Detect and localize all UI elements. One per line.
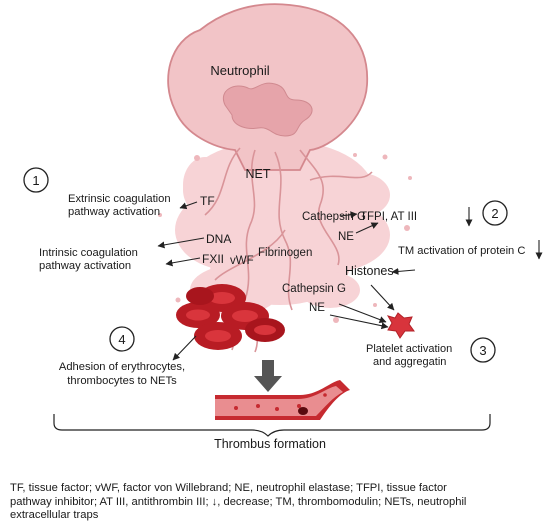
label-extrinsic-2: pathway activation (68, 206, 160, 218)
step-number-4: 4 (118, 332, 125, 347)
label-fibrinogen: Fibrinogen (258, 247, 312, 259)
erythrocyte-cluster (176, 284, 285, 350)
label-neutrophil: Neutrophil (210, 63, 269, 78)
label-extrinsic-1: Extrinsic coagulation (68, 193, 171, 205)
thrombus-clot (298, 407, 308, 415)
label-intrinsic-2: pathway activation (39, 260, 131, 272)
pathway-arrows (157, 201, 416, 361)
thrombus-bracket (53, 414, 491, 437)
thrombus-arrow-icon (254, 360, 282, 392)
decrease-arrows (465, 207, 543, 260)
label-vwf: vWF (230, 255, 254, 267)
step-number-3: 3 (479, 343, 486, 358)
label-adhesion-1: Adhesion of erythrocytes, (59, 361, 185, 373)
label-histones: Histones (345, 264, 394, 278)
label-dna: DNA (206, 232, 231, 246)
label-platelet-1: Platelet activation (366, 343, 452, 355)
neutrophil-cell (167, 3, 368, 171)
caption-line-3: extracellular traps (10, 509, 99, 522)
label-ne-2: NE (309, 302, 325, 314)
label-tfpi: TFPI, AT III (360, 211, 417, 223)
label-platelet-2: and aggregatin (373, 356, 446, 368)
step-number-1: 1 (32, 173, 39, 188)
label-intrinsic-1: Intrinsic coagulation (39, 247, 138, 259)
label-fxii: FXII (202, 252, 224, 266)
caption-line-1: TF, tissue factor; vWF, factor von Wille… (10, 482, 447, 494)
platelet-icon (386, 312, 415, 339)
step-number-2: 2 (491, 206, 498, 221)
nucleus (222, 82, 313, 137)
label-thrombus-formation: Thrombus formation (214, 437, 326, 451)
label-net: NET (246, 167, 271, 181)
step-markers (23, 167, 508, 363)
label-tm-activation: TM activation of protein C (398, 245, 525, 257)
caption-line-2: pathway inhibitor; AT III, antithrombin … (10, 495, 467, 508)
label-cathepsin-g-1: Cathepsin G (302, 211, 366, 223)
label-adhesion-2: thrombocytes to NETs (67, 375, 177, 387)
label-tf: TF (200, 194, 215, 208)
figure-caption: TF, tissue factor; vWF, factor von Wille… (10, 482, 546, 523)
label-ne-1: NE (338, 231, 354, 243)
label-cathepsin-g-2: Cathepsin G (282, 283, 346, 295)
blood-vessel (215, 380, 350, 420)
net-cloud (175, 140, 390, 315)
